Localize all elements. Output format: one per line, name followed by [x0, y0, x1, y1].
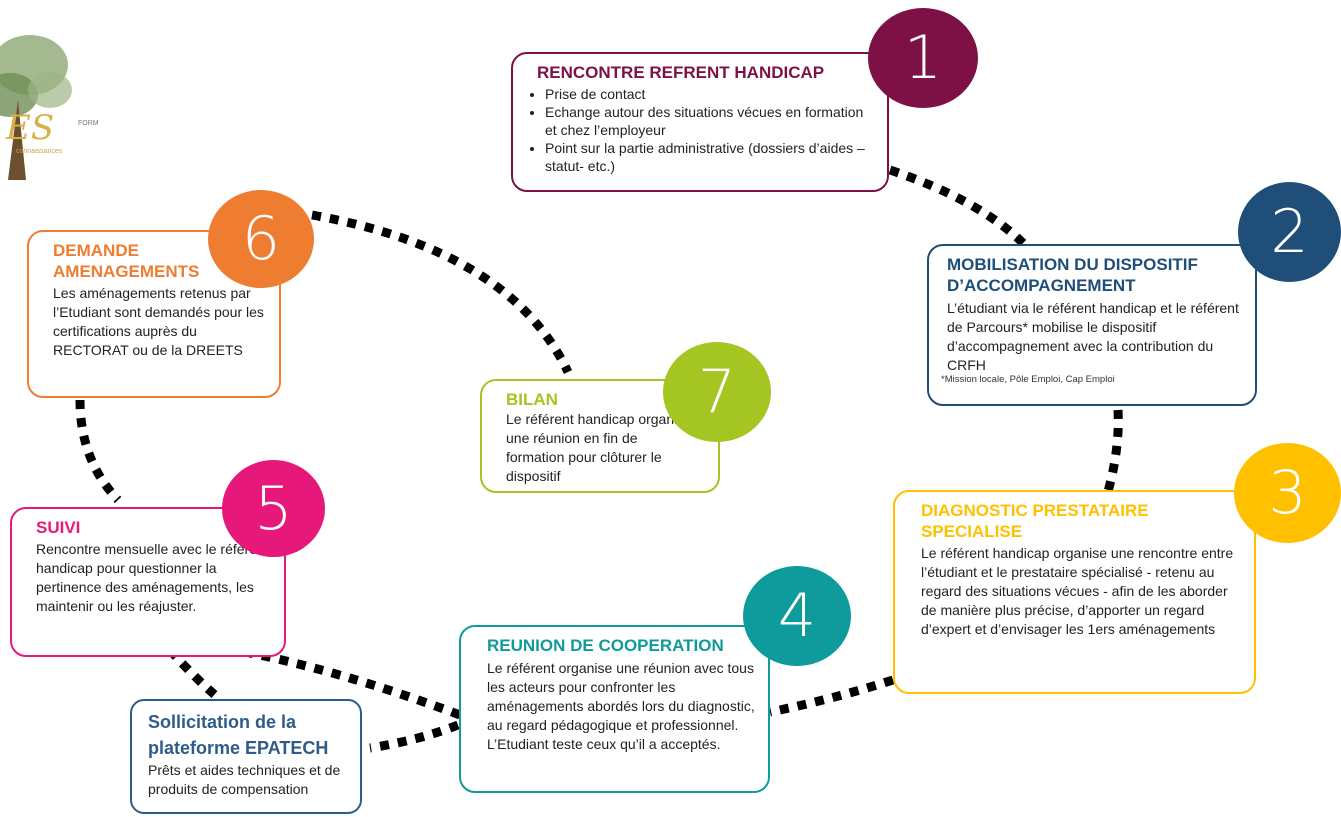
connector-6-7	[311, 210, 573, 374]
step-2-footnote: *Mission locale, Pôle Emploi, Cap Emploi	[941, 374, 1115, 385]
step-4-title: REUNION DE COOPERATION	[487, 636, 724, 655]
step-6-body: Les aménagements retenus par l’Etudiant …	[53, 285, 264, 358]
step-2-body: L’étudiant via le référent handicap et l…	[947, 300, 1239, 373]
connector-3-4	[769, 675, 895, 717]
step-5-body: Rencontre mensuelle avec le référent han…	[36, 541, 269, 614]
connector-1-2	[888, 165, 1029, 249]
logo-letters: ES	[6, 108, 55, 148]
step-1-bullet: Point sur la partie administrative (doss…	[545, 139, 875, 175]
step-7-number: 7	[663, 342, 771, 442]
step-6-title: DEMANDE AMENAGEMENTS	[53, 241, 200, 281]
step-6-number: 6	[208, 190, 314, 288]
step-3-title: DIAGNOSTIC PRESTATAIRE SPECIALISE	[921, 501, 1149, 541]
step-4-body: Le référent organise une réunion avec to…	[487, 660, 755, 752]
step-5-title: SUIVI	[36, 518, 81, 537]
tree-icon	[0, 35, 72, 180]
step-2-title: MOBILISATION DU DISPOSITIF D’ACCOMPAGNEM…	[947, 255, 1198, 295]
connector-2-3	[1102, 409, 1123, 497]
epatech-box: Sollicitation de la plateforme EPATECH P…	[130, 699, 362, 814]
logo-tagline: connaissances	[16, 148, 63, 155]
step-1-bullet: Prise de contact	[545, 85, 875, 103]
step-4-number: 4	[743, 566, 851, 666]
step-3-box: DIAGNOSTIC PRESTATAIRE SPECIALISE Le réf…	[893, 490, 1256, 694]
step-3-number: 3	[1234, 443, 1341, 543]
epatech-title: Sollicitation de la plateforme EPATECH	[148, 712, 329, 758]
step-1-bullets: Prise de contact Echange autour des situ…	[525, 85, 875, 175]
logo: ES FORM connaissances	[0, 20, 120, 190]
step-7-title: BILAN	[506, 390, 558, 409]
step-1-box: RENCONTRE REFRENT HANDICAP Prise de cont…	[511, 52, 889, 192]
step-6-box: DEMANDE AMENAGEMENTS Les aménagements re…	[27, 230, 281, 398]
step-2-number: 2	[1238, 182, 1341, 282]
step-1-number: 1	[868, 8, 978, 108]
epatech-body: Prêts et aides techniques et de produits…	[148, 762, 341, 797]
connector-4-epatech	[369, 720, 460, 753]
step-2-box: MOBILISATION DU DISPOSITIF D’ACCOMPAGNEM…	[927, 244, 1257, 406]
step-1-title: RENCONTRE REFRENT HANDICAP	[537, 63, 825, 82]
step-1-bullet: Echange autour des situations vécues en …	[545, 103, 875, 139]
step-5-number: 5	[222, 460, 325, 557]
step-3-body: Le référent handicap organise une rencon…	[921, 545, 1234, 637]
connector-6-5	[75, 399, 122, 504]
step-5-box: SUIVI Rencontre mensuelle avec le référe…	[10, 507, 286, 657]
logo-suffix: FORM	[78, 120, 99, 127]
step-4-box: REUNION DE COOPERATION Le référent organ…	[459, 625, 770, 793]
step-7-body: Le référent handicap organise une réunio…	[506, 411, 693, 484]
